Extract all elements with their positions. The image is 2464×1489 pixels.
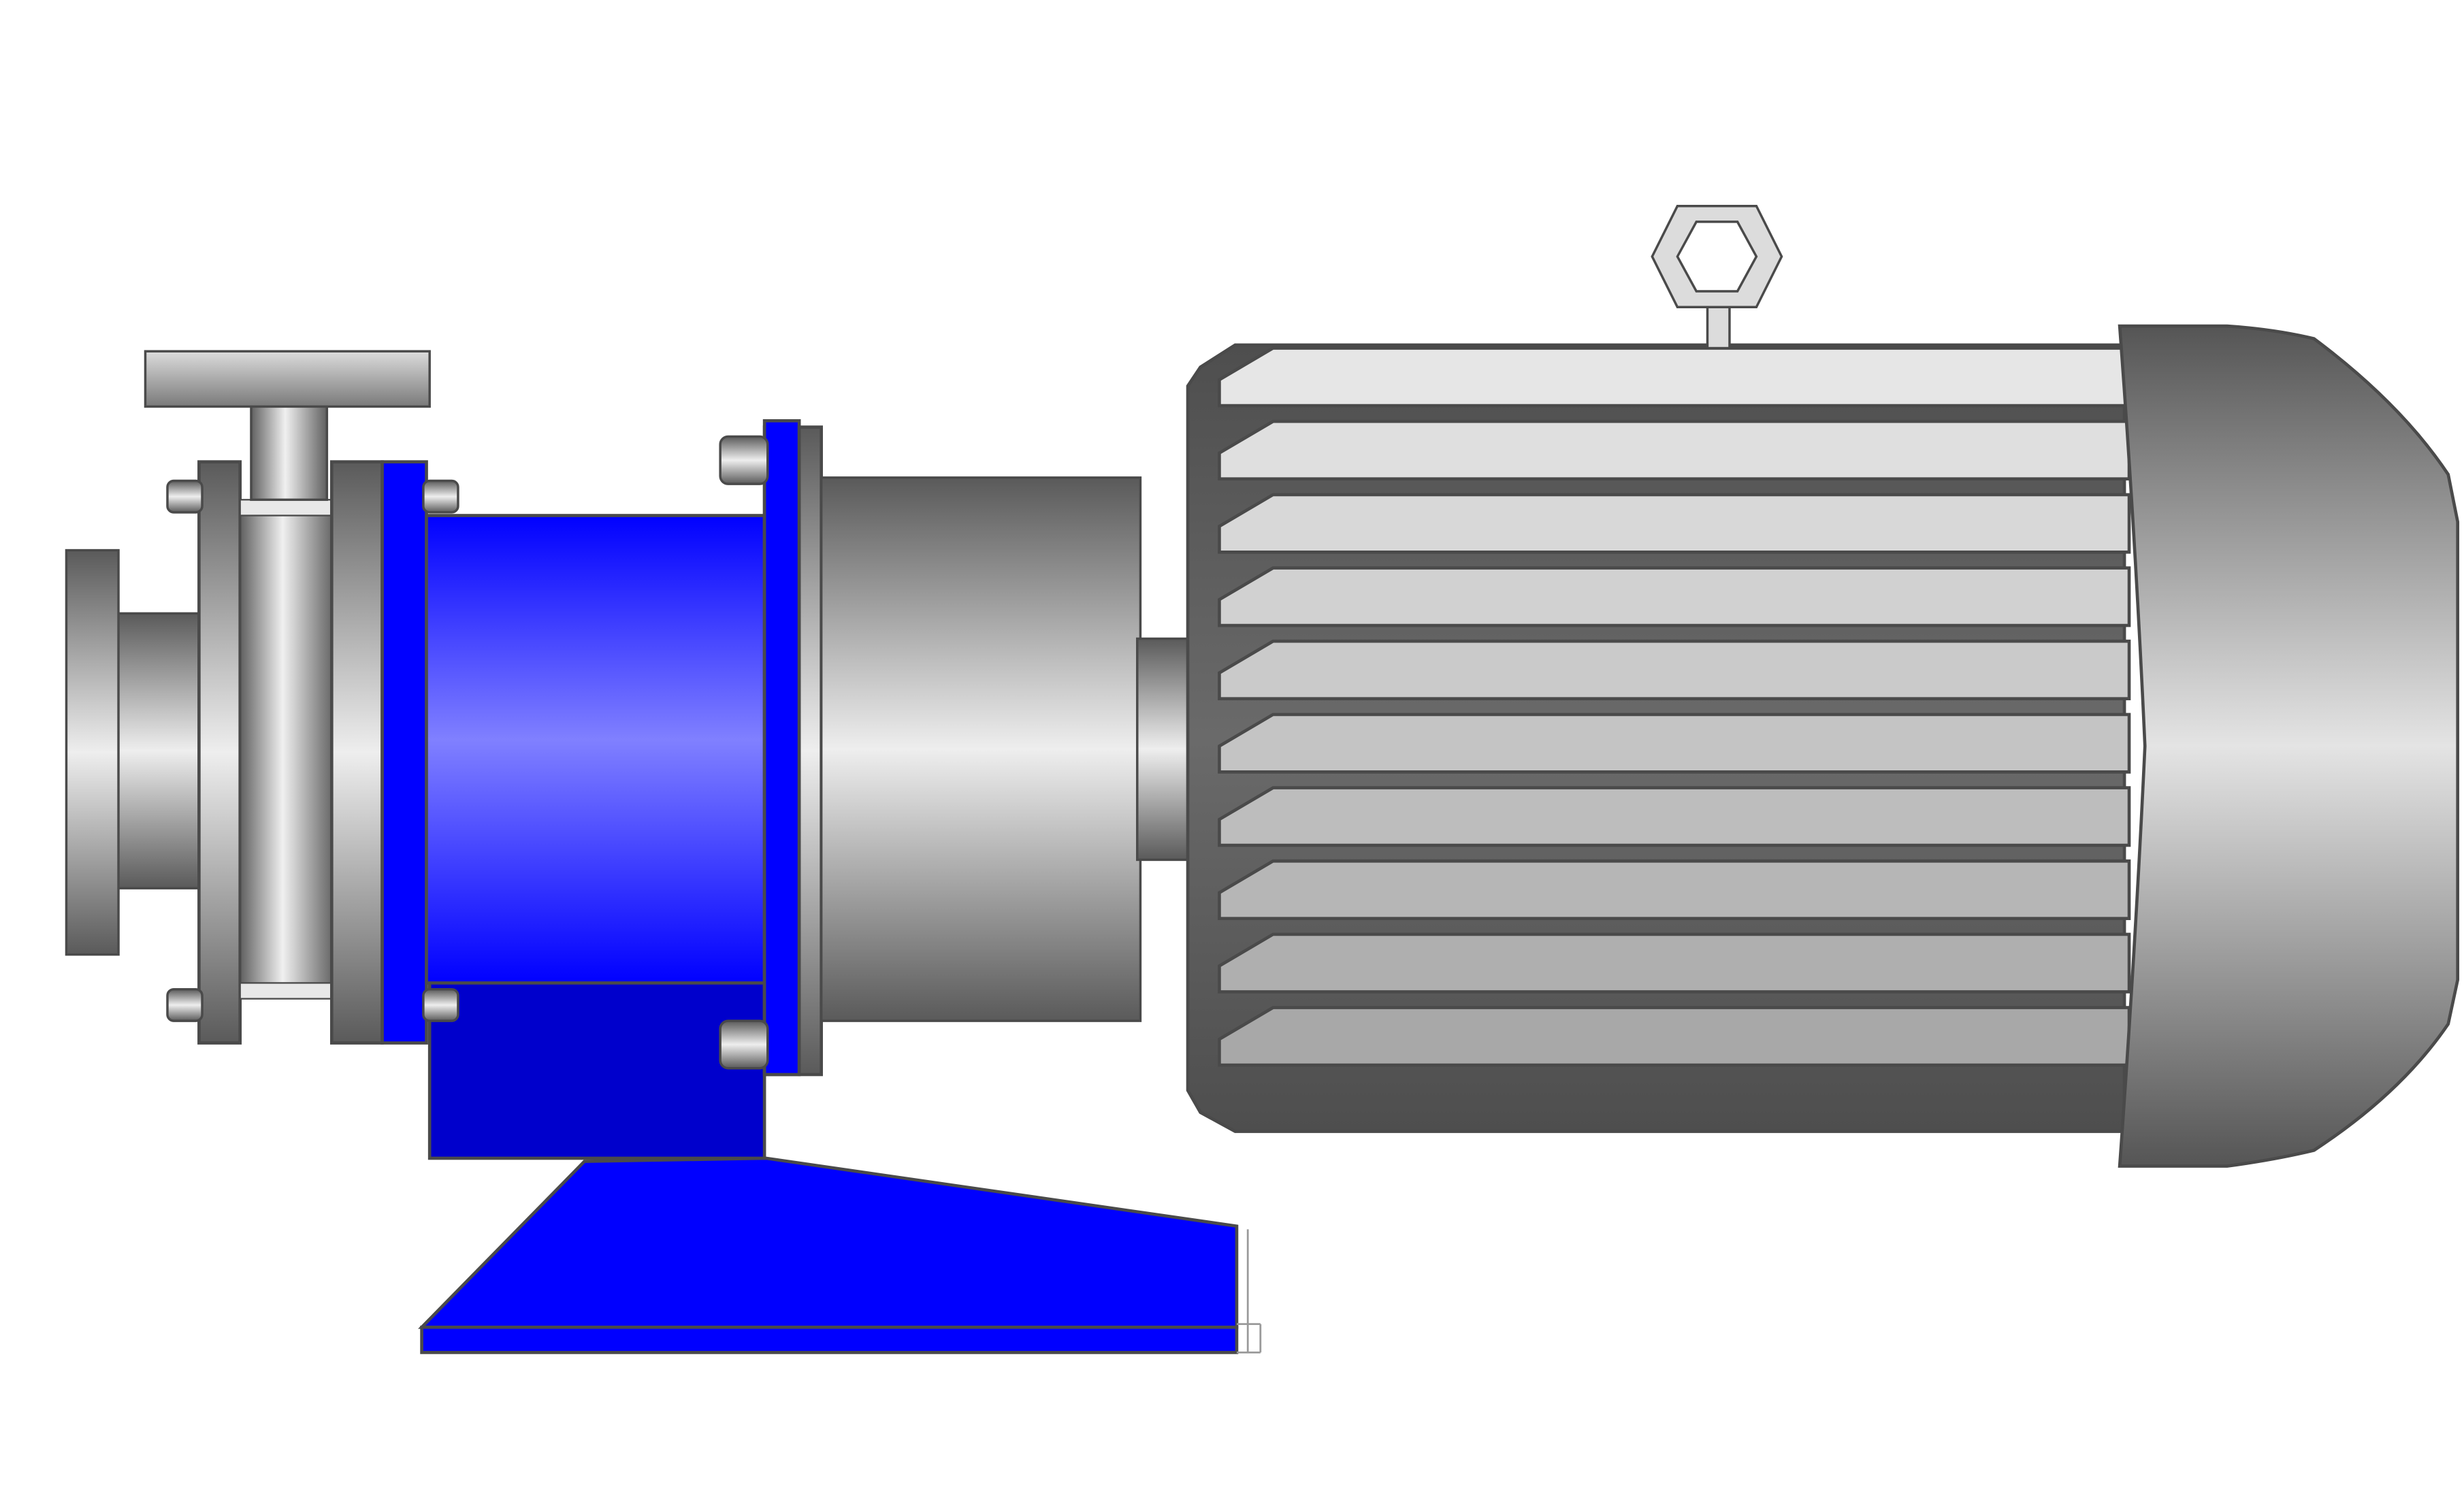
inlet-pipe [115, 612, 204, 889]
pump-pedestal [427, 978, 766, 1160]
motor-end-cap [2118, 324, 2460, 1168]
motor-fin [1218, 786, 2131, 847]
motor-fin [1218, 1006, 2131, 1067]
inlet-assembly [65, 460, 242, 1045]
blue-flange-left [380, 460, 428, 1045]
casing-cylinder [238, 508, 336, 987]
bearing-housing [820, 476, 1142, 1022]
motor-fin [1218, 713, 2131, 774]
motor-fin [1218, 419, 2131, 481]
motor-fins [1218, 346, 2131, 1067]
casing-ring [329, 460, 384, 1045]
inlet-ring [197, 460, 242, 1045]
pipe-flange-icon [144, 350, 431, 408]
motor-fin [1218, 493, 2131, 554]
motor-fin [1218, 859, 2131, 921]
lifting-eye-icon [1651, 204, 1783, 350]
inlet-flange [65, 549, 120, 956]
motor-fin [1218, 346, 2131, 408]
motor-fin [1218, 932, 2131, 994]
base-wedge [418, 1156, 1239, 1329]
motor-fin [1218, 566, 2131, 627]
pump-base [418, 1156, 1262, 1354]
outlet-assembly [144, 350, 431, 502]
outlet-pipe [250, 404, 329, 502]
base-plate [420, 1325, 1239, 1354]
bolt-icon [166, 435, 769, 1070]
blue-flange-right [762, 419, 801, 1077]
motor-fin [1218, 639, 2131, 701]
pump-housing [425, 514, 766, 985]
